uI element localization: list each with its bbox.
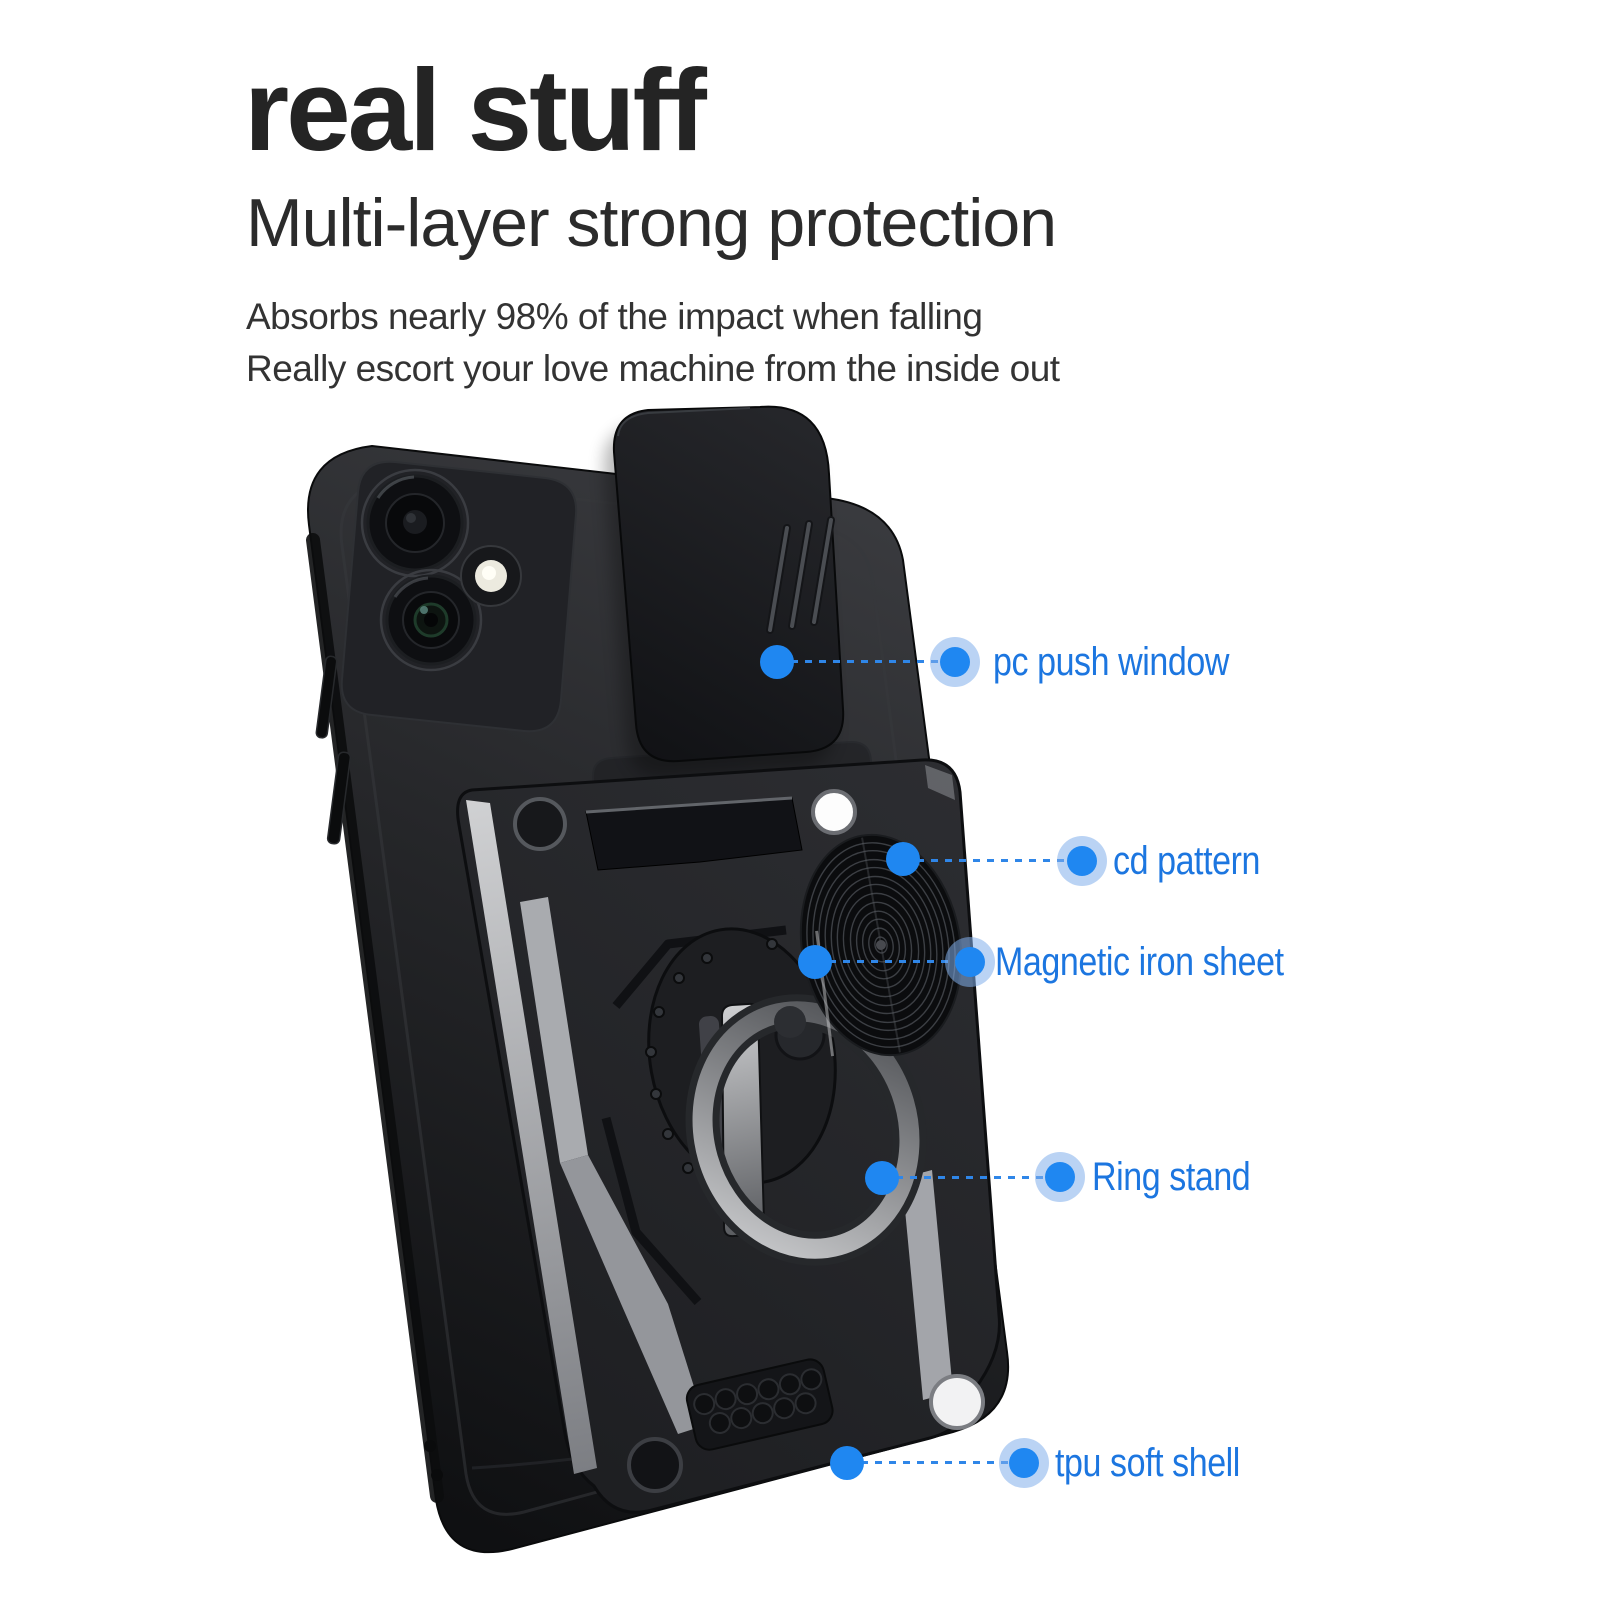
camera-slide-cover	[603, 405, 845, 778]
corner-screw-hole-bottom-left	[627, 1437, 683, 1493]
cd-pattern-disc	[799, 833, 963, 1057]
camera-lens-1	[360, 468, 470, 578]
side-button-power	[326, 751, 352, 845]
callout-anchor-dot	[760, 645, 794, 679]
callout-label-dot	[1067, 846, 1097, 876]
callout-label: Magnetic iron sheet	[995, 940, 1284, 984]
callout-anchor-dot	[830, 1446, 864, 1480]
callout-dashed-line	[815, 960, 970, 963]
callout-label: pc push window	[993, 640, 1229, 684]
cd-center-hub	[876, 940, 886, 950]
headline-block: real stuff Multi-layer strong protection…	[244, 45, 1344, 396]
flash-led	[460, 545, 522, 607]
callout-label-dot	[955, 947, 985, 977]
corner-screw-hole-top-right	[811, 789, 857, 835]
callout-label-dot	[940, 647, 970, 677]
callout-label: tpu soft shell	[1055, 1441, 1240, 1485]
case-left-edge	[306, 533, 444, 1503]
cover-grip-grooves	[766, 516, 835, 634]
side-button-volume	[315, 655, 338, 739]
description-line-2: Really escort your love machine from the…	[246, 348, 1060, 390]
callout-label: Ring stand	[1092, 1155, 1251, 1199]
bottom-port-hole	[431, 1469, 443, 1481]
description-line-1: Absorbs nearly 98% of the impact when fa…	[246, 295, 983, 337]
callout-anchor-dot	[798, 945, 832, 979]
callout-dashed-line	[882, 1176, 1060, 1179]
cover-top-highlight	[617, 407, 751, 437]
ring-hinge-cap	[774, 1006, 806, 1038]
callout-dashed-line	[903, 859, 1082, 862]
callout-label-dot	[1045, 1162, 1075, 1192]
callout-anchor-dot	[886, 842, 920, 876]
callout-label-dot	[1009, 1448, 1039, 1478]
corner-screw-hole-top-left	[513, 797, 567, 851]
cover-plate	[612, 405, 845, 763]
callout-anchor-dot	[865, 1161, 899, 1195]
callout-dashed-line	[777, 660, 955, 663]
page-title: real stuff	[244, 45, 707, 175]
cd-concentric-rings	[806, 842, 956, 1048]
callout-dashed-line	[847, 1461, 1024, 1464]
camera-lens-2	[379, 568, 483, 672]
armor-silver-bevels	[466, 765, 955, 1474]
bottom-port-hole	[424, 1440, 436, 1452]
page-subtitle: Multi-layer strong protection	[246, 184, 1057, 261]
mount-rivets	[645, 938, 778, 1200]
callout-label: cd pattern	[1113, 839, 1260, 883]
ring-stand	[685, 994, 927, 1266]
description: Absorbs nearly 98% of the impact when fa…	[246, 291, 1344, 396]
vent-slot-highlight	[585, 796, 793, 814]
honeycomb-grip	[685, 1358, 834, 1451]
corner-screw-hole-bottom-right	[929, 1374, 985, 1430]
camera-module	[340, 460, 578, 733]
